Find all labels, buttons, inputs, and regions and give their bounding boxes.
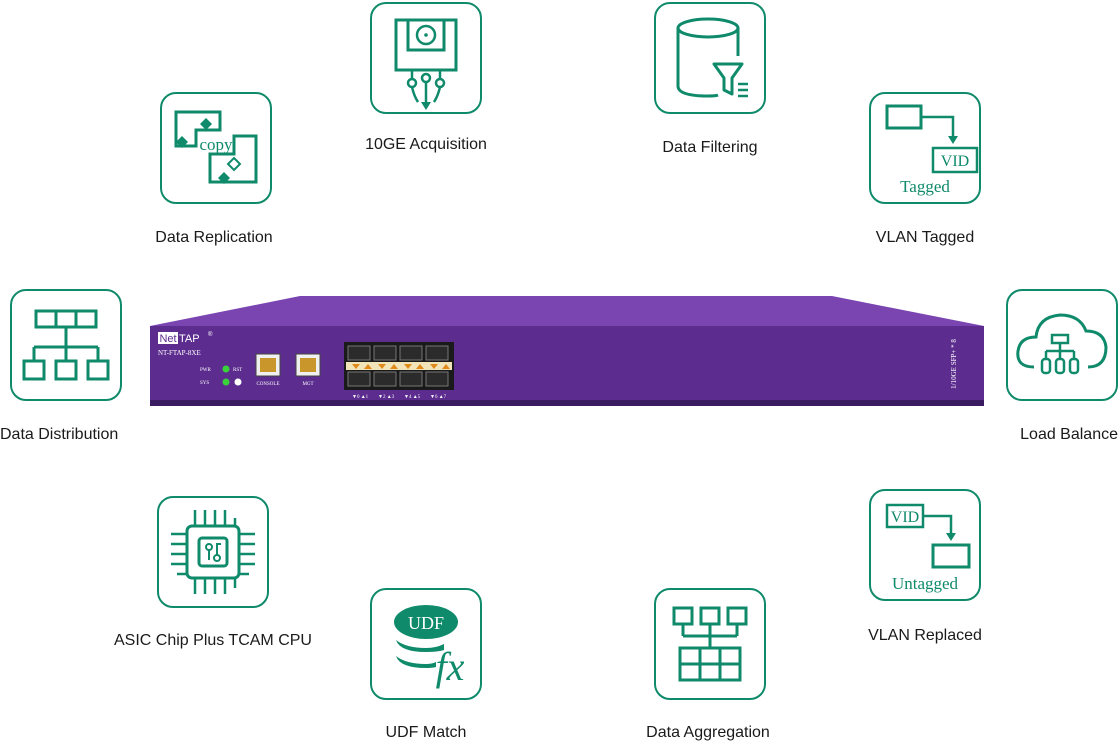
hierarchy-icon	[10, 289, 122, 401]
vlan-tag-icon: VID Tagged	[869, 92, 981, 204]
vid-text: VID	[941, 153, 969, 170]
port-numbers-6-7: ▼6 ▲7	[430, 395, 447, 400]
udf-function-icon: UDF fx	[370, 588, 482, 700]
feature-label: Data Aggregation	[646, 724, 770, 741]
vlan-untag-icon: VID Untagged	[869, 489, 981, 601]
brand-mark: ®	[208, 331, 213, 338]
copy-icon: copy	[160, 92, 272, 204]
tagged-caption: Tagged	[900, 177, 950, 196]
feature-label: Data Filtering	[662, 139, 758, 156]
feature-label: Data Distribution	[0, 426, 119, 443]
rst-label: RST	[233, 368, 242, 373]
sfp-ports	[346, 345, 452, 387]
device-front-panel	[150, 326, 984, 402]
feature-label: VLAN Tagged	[875, 229, 975, 246]
copy-text: copy	[199, 135, 233, 154]
rst-button	[234, 378, 242, 386]
feature-label: UDF Match	[385, 724, 467, 741]
feature-label: Load Balance	[1020, 426, 1118, 443]
cloud-balance-icon	[1006, 289, 1118, 401]
fx-text: fx	[436, 644, 465, 689]
feature-label: VLAN Replaced	[868, 627, 982, 644]
feature-label: 10GE Acquisition	[365, 136, 487, 153]
aggregation-icon	[654, 588, 766, 700]
mgt-label: MGT	[302, 382, 313, 387]
port-numbers-0-1: ▼0 ▲1	[352, 395, 369, 400]
device-top-face	[150, 296, 984, 326]
vid-text: VID	[891, 509, 919, 526]
feature-label: Data Replication	[155, 229, 273, 246]
sfp-side-label: 1/10GE SFP+ * 8	[950, 339, 958, 389]
sys-label: SYS	[200, 381, 209, 386]
port-numbers-4-5: ▼4 ▲5	[404, 395, 421, 400]
pwr-led	[222, 365, 230, 373]
untagged-caption: Untagged	[892, 574, 959, 593]
network-tap-device: Net TAP ® NT-FTAP-8XE PWR RST SYS CONSOL…	[150, 292, 984, 408]
port-numbers-2-3: ▼2 ▲3	[378, 395, 395, 400]
database-filter-icon	[654, 2, 766, 114]
fiber-tap-icon	[370, 2, 482, 114]
chip-icon	[157, 496, 269, 608]
pwr-label: PWR	[200, 368, 212, 373]
brand-net: Net	[159, 333, 176, 345]
model-label: NT-FTAP-8XE	[158, 349, 201, 357]
udf-text: UDF	[408, 613, 444, 633]
device-bottom-edge	[150, 400, 984, 406]
console-label: CONSOLE	[256, 382, 279, 387]
brand-tap: TAP	[179, 333, 200, 345]
feature-label: ASIC Chip Plus TCAM CPU	[114, 632, 312, 649]
sys-led	[222, 378, 230, 386]
